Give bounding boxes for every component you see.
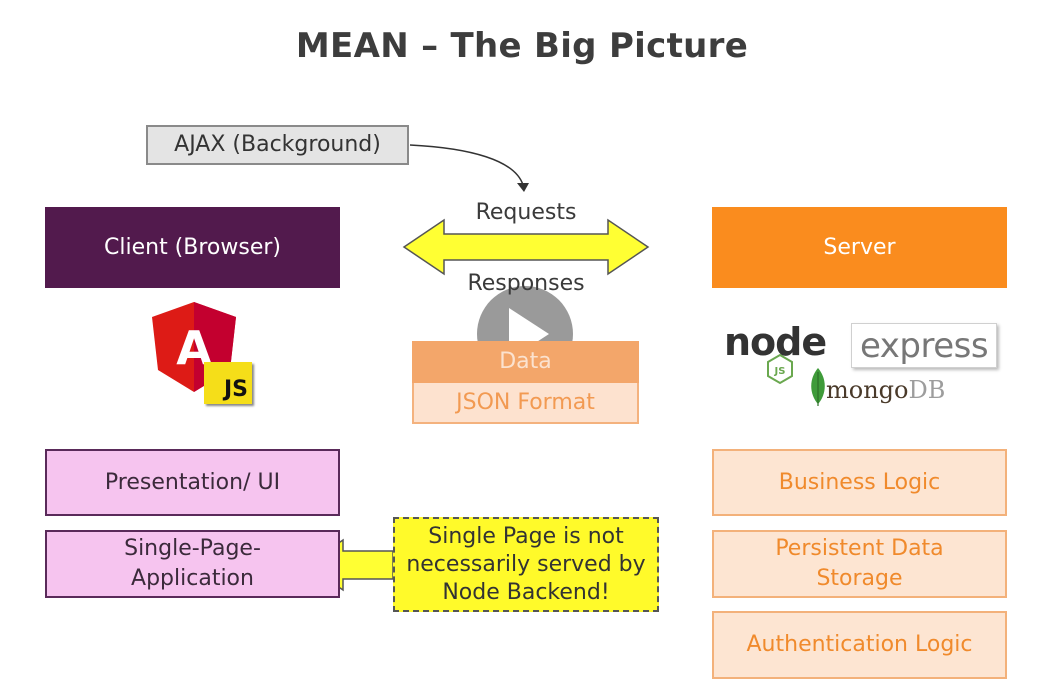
express-logo: express (851, 323, 997, 368)
responses-label: Responses (467, 271, 585, 296)
authentication-logic-box: Authentication Logic (712, 611, 1007, 679)
leaf-icon (811, 368, 825, 406)
angular-js-badge: JS (204, 362, 252, 404)
ajax-box: AJAX (Background) (146, 125, 409, 165)
mongodb-logo: mongoDB (826, 376, 945, 404)
ajax-curve-arrow (409, 144, 524, 186)
double-arrow (402, 218, 650, 276)
requests-label: Requests (475, 200, 577, 225)
node-logo: node (724, 320, 827, 364)
node-js-text: JS (774, 366, 786, 377)
json-format-box: JSON Format (412, 383, 639, 424)
mongo-text: mongo (826, 376, 909, 404)
server-box: Server (712, 207, 1007, 288)
mongo-db-text: DB (908, 376, 946, 404)
node-logo-hex: JS (767, 353, 793, 385)
spa-note-box: Single Page is not necessarily served by… (393, 517, 659, 612)
persistent-data-storage-box: Persistent Data Storage (712, 530, 1007, 598)
data-box: Data (412, 341, 639, 383)
page-title: MEAN – The Big Picture (295, 26, 749, 66)
client-box: Client (Browser) (45, 207, 340, 288)
presentation-ui-box: Presentation/ UI (45, 449, 340, 516)
business-logic-box: Business Logic (712, 449, 1007, 516)
ajax-curve-arrowhead (517, 183, 529, 192)
single-page-application-box: Single-Page- Application (45, 530, 340, 598)
